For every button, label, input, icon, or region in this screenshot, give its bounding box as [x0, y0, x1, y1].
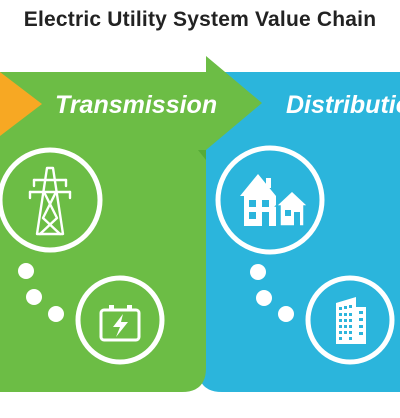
- houses-icon: [215, 145, 325, 255]
- bubble-dot-3: [48, 306, 64, 322]
- distribution-label: Distribution: [286, 91, 400, 119]
- bubble-dot-4: [250, 264, 266, 280]
- bubble-dot-5: [256, 290, 272, 306]
- generation-arrow: [0, 72, 42, 136]
- page-title: Electric Utility System Value Chain: [23, 8, 377, 31]
- transmission-label: Transmission: [55, 91, 217, 119]
- bubble-dot-2: [26, 289, 42, 305]
- panel-fold-shadow: [198, 150, 206, 160]
- battery-icon: [75, 275, 165, 365]
- office-building-icon: [305, 275, 395, 365]
- bubble-dot-6: [278, 306, 294, 322]
- transmission-panel: [0, 56, 262, 392]
- transmission-tower-icon: [0, 147, 103, 253]
- bubble-dot-1: [18, 263, 34, 279]
